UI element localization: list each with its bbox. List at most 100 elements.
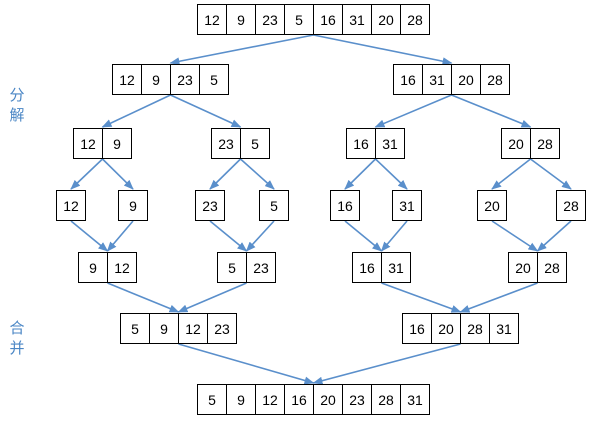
array-cell: 5 [199, 64, 229, 95]
array-cell: 20 [371, 4, 401, 35]
array-cell: 23 [207, 313, 237, 344]
array-cell: 16 [352, 252, 382, 283]
array-cell: 23 [246, 252, 276, 283]
array-cell: 12 [56, 190, 86, 221]
array-cell: 28 [530, 128, 560, 159]
array-cell: 5 [197, 384, 227, 415]
array-cell: 28 [480, 64, 510, 95]
array-cell: 16 [284, 384, 314, 415]
merge-label: 合 并 [8, 319, 26, 359]
array-cell: 5 [259, 190, 289, 221]
arrow-RL-to-s6 [374, 158, 408, 190]
array-cell: 12 [178, 313, 208, 344]
arrow-root-to-L [169, 34, 314, 66]
array-cell: 16 [402, 313, 432, 344]
array-cell: 20 [431, 313, 461, 344]
split-label: 分 解 [8, 86, 26, 126]
array-cell: 20 [451, 64, 481, 95]
arrow-s8-to-m4 [536, 220, 572, 252]
array-cell: 31 [489, 313, 519, 344]
array-cell: 31 [422, 64, 452, 95]
array-cell: 20 [508, 252, 538, 283]
array-s5: 16 [330, 190, 360, 221]
array-cell: 28 [556, 190, 586, 221]
array-cell: 31 [381, 252, 411, 283]
merge-label-char-1: 合 [9, 320, 25, 337]
array-cell: 5 [120, 313, 150, 344]
arrow-mR-to-final [312, 343, 461, 385]
arrow-m4-to-mR [459, 282, 538, 313]
array-s1: 12 [56, 190, 86, 221]
arrow-mL-to-final [178, 343, 315, 385]
array-cell: 28 [537, 252, 567, 283]
array-cell: 20 [313, 384, 343, 415]
arrow-s2-to-m1 [106, 220, 134, 252]
array-cell: 28 [371, 384, 401, 415]
split-label-char-1: 分 [9, 87, 25, 104]
array-s7: 20 [477, 190, 507, 221]
array-cell: 9 [102, 128, 132, 159]
array-cell: 9 [118, 190, 148, 221]
array-cell: 12 [255, 384, 285, 415]
array-cell: 28 [400, 4, 430, 35]
arrow-RL-to-s5 [344, 158, 377, 190]
array-cell: 9 [78, 252, 108, 283]
array-cell: 16 [346, 128, 376, 159]
array-cell: 12 [107, 252, 137, 283]
arrow-m3-to-mR [381, 282, 462, 313]
array-cell: 5 [284, 4, 314, 35]
array-cell: 20 [477, 190, 507, 221]
arrow-R-to-RL [374, 94, 452, 128]
array-cell: 31 [400, 384, 430, 415]
array-cell: 16 [313, 4, 343, 35]
arrow-m2-to-mL [177, 282, 247, 313]
array-cell: 31 [392, 190, 422, 221]
array-cell: 23 [255, 4, 285, 35]
array-s3: 23 [195, 190, 225, 221]
array-cell: 16 [393, 64, 423, 95]
arrow-s4-to-m2 [245, 220, 275, 252]
arrow-R-to-RR [451, 94, 532, 128]
array-cell: 23 [170, 64, 200, 95]
array-cell: 5 [217, 252, 247, 283]
array-cell: 23 [211, 128, 241, 159]
array-cell: 23 [342, 384, 372, 415]
array-cell: 12 [197, 4, 227, 35]
arrow-s6-to-m3 [380, 220, 408, 252]
arrow-LR-to-s4 [239, 158, 275, 190]
array-cell: 16 [330, 190, 360, 221]
arrow-s1-to-m1 [70, 220, 109, 252]
array-cell: 23 [195, 190, 225, 221]
arrow-RR-to-s8 [530, 158, 572, 190]
array-cell: 28 [460, 313, 490, 344]
array-cell: 12 [112, 64, 142, 95]
arrow-LR-to-s3 [209, 158, 242, 190]
array-s6: 31 [392, 190, 422, 221]
arrow-root-to-R [313, 34, 453, 66]
array-s4: 5 [259, 190, 289, 221]
array-cell: 9 [226, 4, 256, 35]
array-cell: 5 [240, 128, 270, 159]
arrow-RR-to-s7 [491, 158, 531, 190]
array-cell: 31 [375, 128, 405, 159]
array-cell: 31 [342, 4, 372, 35]
array-cell: 9 [141, 64, 171, 95]
arrow-s7-to-m4 [491, 220, 539, 252]
array-s8: 28 [556, 190, 586, 221]
array-cell: 9 [149, 313, 179, 344]
array-cell: 12 [73, 128, 103, 159]
